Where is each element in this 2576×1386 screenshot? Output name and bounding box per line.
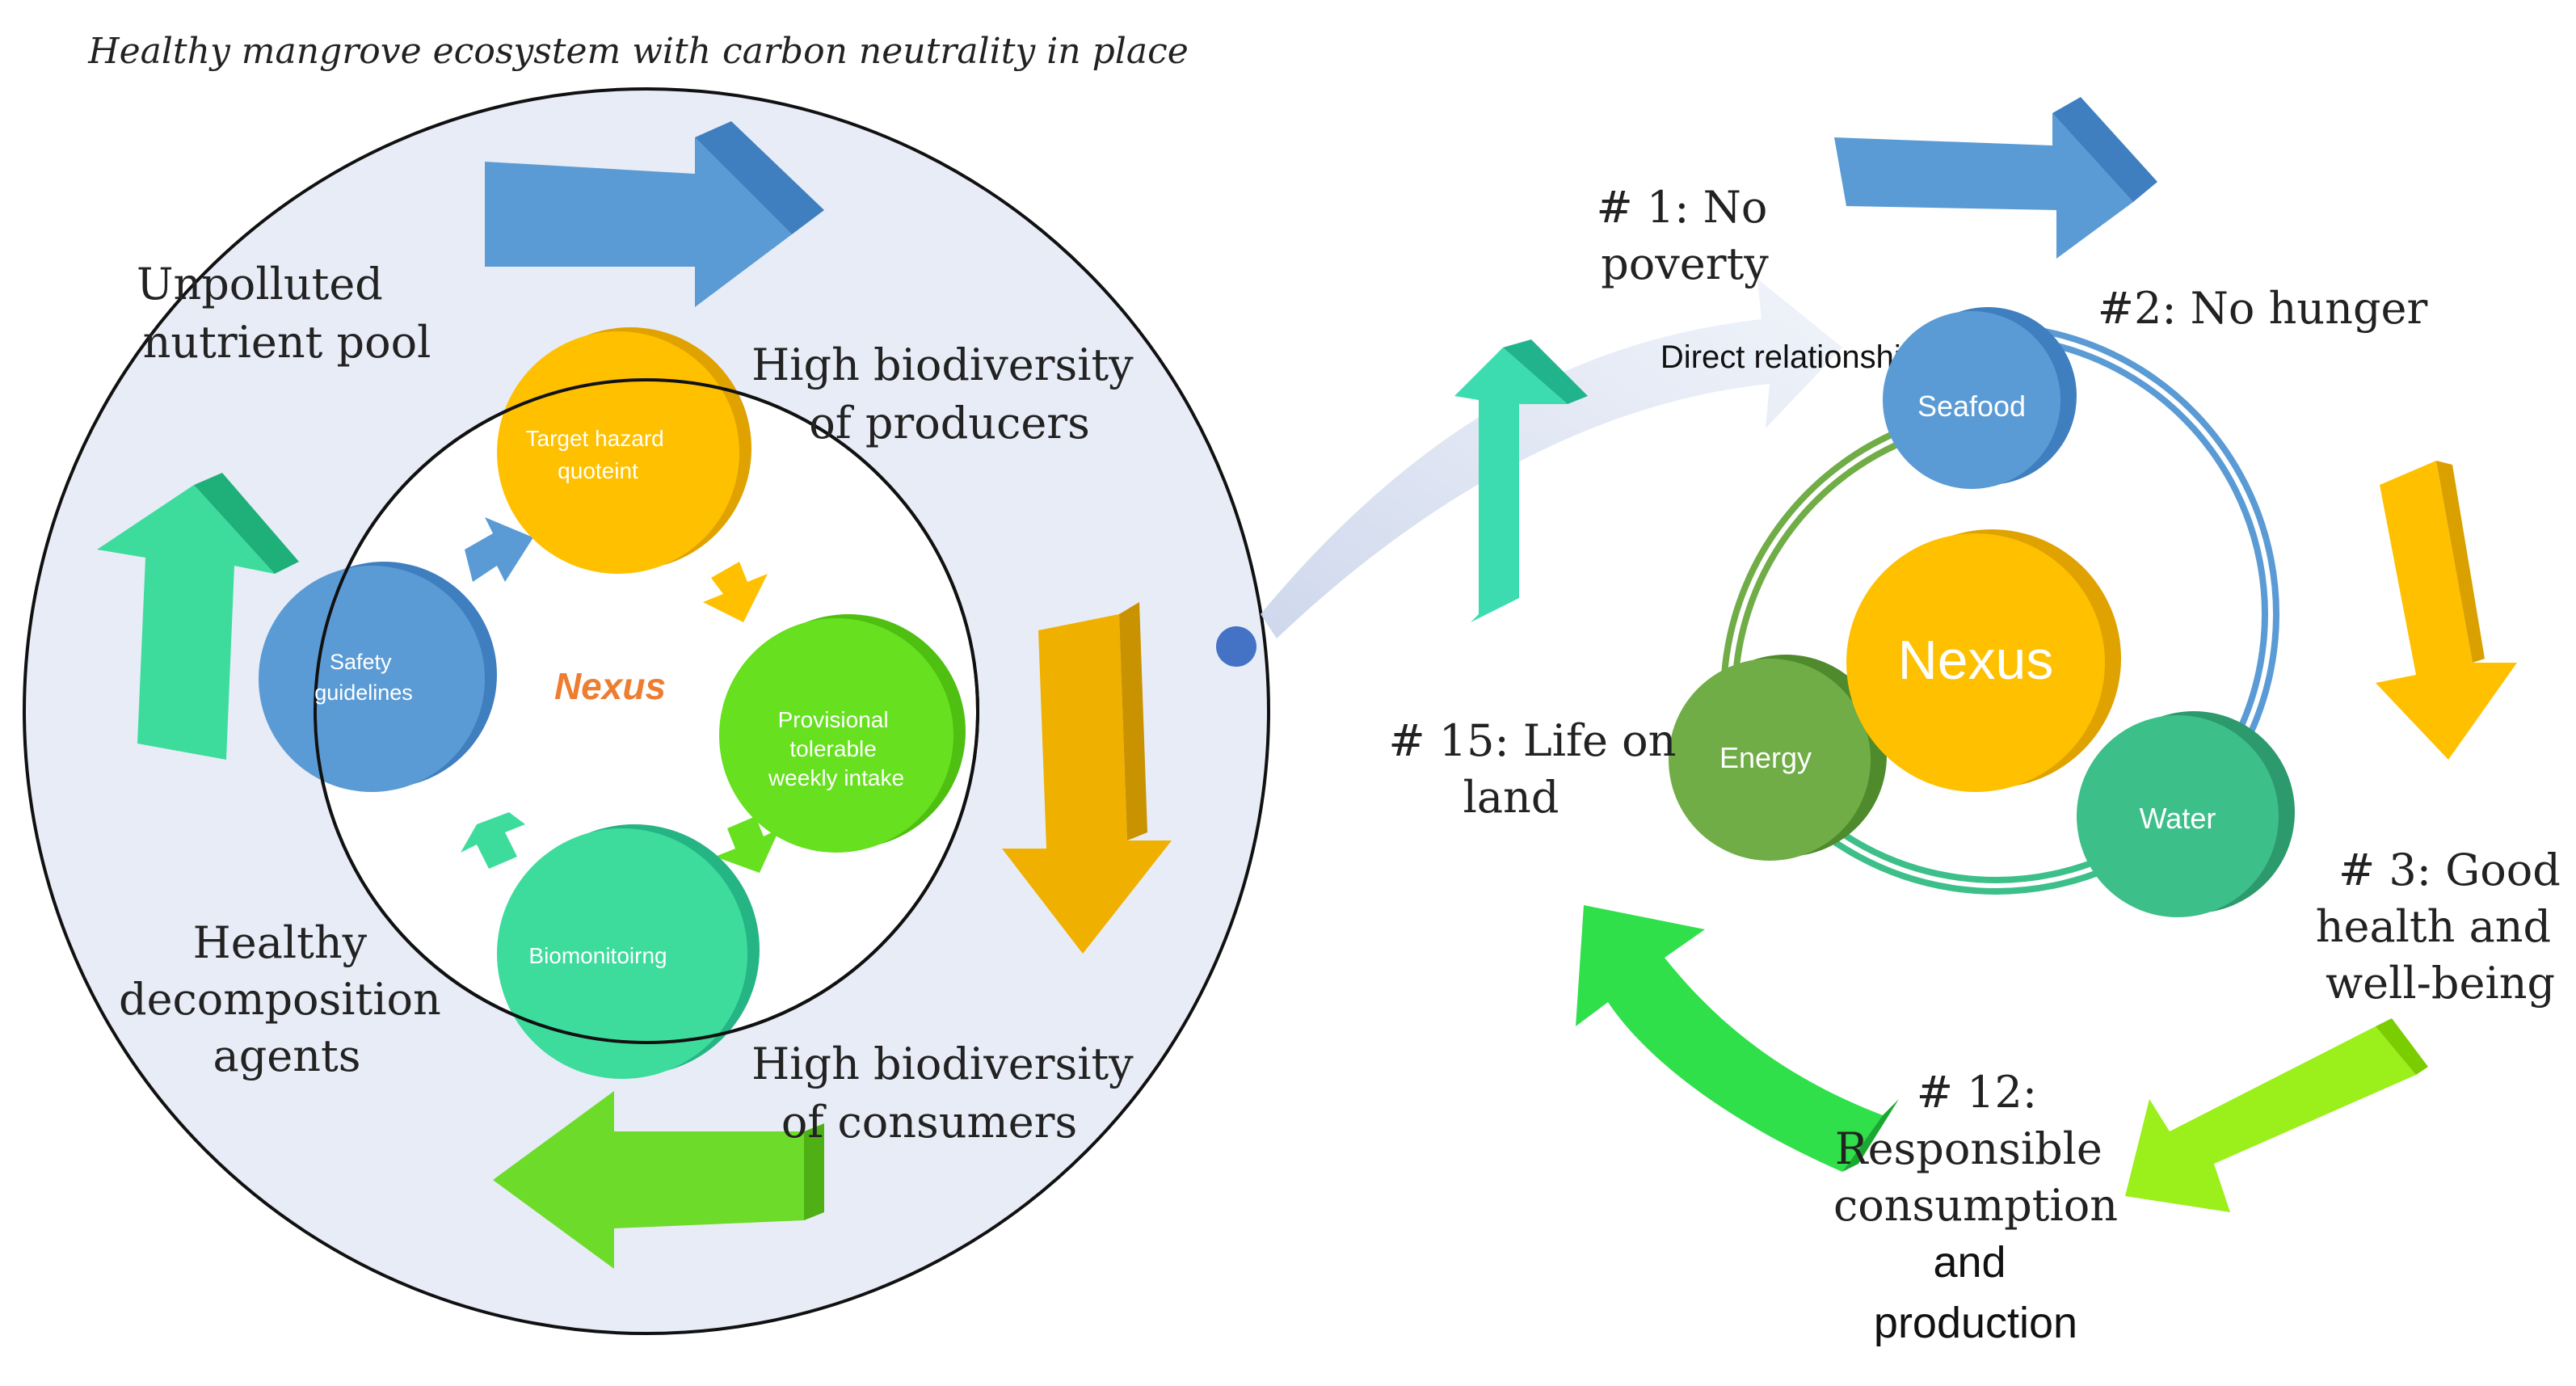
node-biomonitoring <box>497 824 760 1079</box>
label-producers-2: of producers <box>809 398 1090 449</box>
label-goal3-3: well-being <box>2326 958 2555 1009</box>
label-direct-relationship: Direct relationship <box>1661 339 1919 375</box>
label-goal12-2: Responsible <box>1835 1123 2102 1174</box>
arrow-right-left-teal <box>1454 339 1588 622</box>
direct-relationship-beam <box>1261 279 1842 638</box>
label-decomposition-2: decomposition <box>119 974 441 1025</box>
label-energy: Energy <box>1719 741 1812 774</box>
node-right-nexus <box>1846 529 2121 792</box>
label-goal1-2: poverty <box>1601 238 1769 289</box>
label-safety-1: Safety <box>330 650 392 674</box>
label-ptwi-2: tolerable <box>789 736 876 761</box>
node-water <box>2077 711 2295 917</box>
node-ptwi <box>719 614 966 853</box>
svg-text:Healthy decomposition: Healthy decomposition agents <box>119 917 455 1081</box>
arrow-bottom-green <box>493 1091 824 1269</box>
label-decomposition-3: agents <box>213 1030 361 1081</box>
label-goal12-3: consumption <box>1833 1180 2118 1231</box>
label-unpolluted-1: Unpolluted <box>137 259 383 310</box>
label-goal1-1: # 1: No <box>1596 182 1767 233</box>
left-center-nexus: Nexus <box>554 665 666 707</box>
node-energy <box>1669 655 1887 861</box>
svg-text:# 15: Life on land: # 15: Life on land <box>1388 715 1690 823</box>
label-target-hazard-2: quoteint <box>558 458 638 483</box>
label-unpolluted-2: nutrient pool <box>143 317 431 368</box>
label-decomposition-1: Healthy <box>193 917 368 968</box>
svg-text:Target hazard quoteint: Target hazard quoteint <box>526 426 671 483</box>
label-goal15-2: land <box>1463 772 1559 823</box>
arrow-right-top-blue <box>1834 97 2157 259</box>
arrow-left-teal <box>97 473 299 760</box>
label-consumers-1: High biodiversity <box>751 1038 1134 1089</box>
small-arrow-target-to-ptwi <box>703 562 768 622</box>
label-goal12-4: and <box>1933 1238 2006 1287</box>
arrow-right-yellow <box>1002 602 1172 954</box>
label-producers-1: High biodiversity <box>751 339 1134 390</box>
svg-text:High biodiversity of produ: High biodiversity of producers <box>751 339 1147 449</box>
right-center-nexus: Nexus <box>1898 630 2054 691</box>
arrow-right-bottom-lime <box>2125 1018 2428 1212</box>
svg-text:Provisional tolerable: Provisional tolerable weekly intake <box>768 707 904 790</box>
svg-text:Unpolluted nutrient pool: Unpolluted nutrient pool <box>137 259 431 368</box>
label-goal3-2: health and <box>2316 901 2551 952</box>
label-target-hazard-1: Target hazard <box>526 426 664 451</box>
label-goal12-5: production <box>1874 1299 2077 1347</box>
node-seafood <box>1883 307 2077 489</box>
svg-text:Safety guidelines: Safety guidelines <box>314 650 413 705</box>
label-goal12-1: # 12: <box>1917 1067 2037 1118</box>
label-water: Water <box>2140 802 2216 835</box>
connector-dot <box>1216 626 1256 667</box>
label-ptwi-1: Provisional <box>778 707 889 732</box>
label-goal2: #2: No hunger <box>2098 283 2428 334</box>
label-biomonitoring: Biomonitoirng <box>528 943 667 968</box>
label-safety-2: guidelines <box>314 680 413 705</box>
svg-text:and production: and production <box>1874 1238 2077 1347</box>
label-consumers-2: of consumers <box>781 1097 1077 1148</box>
label-ptwi-3: weekly intake <box>768 765 904 790</box>
small-arrow-bio-to-safety <box>461 812 525 869</box>
svg-text:High biodiversity of consu: High biodiversity of consumers <box>751 1038 1147 1148</box>
small-arrow-ptwi-to-bio <box>715 816 780 873</box>
svg-text:# 12: Responsible cons: # 12: Responsible consumption <box>1833 1067 2118 1231</box>
svg-text:# 3: Good health and w: # 3: Good health and well-being <box>2316 845 2574 1009</box>
left-title: Healthy mangrove ecosystem with carbon n… <box>87 31 1189 72</box>
nexus-inner-outline <box>314 378 979 1044</box>
arrow-right-side-yellow <box>2376 461 2517 760</box>
label-goal3-1: # 3: Good <box>2338 845 2561 895</box>
svg-text:# 1: No poverty: # 1: No poverty <box>1596 182 1781 289</box>
label-seafood: Seafood <box>1917 390 2026 423</box>
small-arrow-safety-to-target <box>465 517 533 582</box>
label-goal15-1: # 15: Life on <box>1388 715 1676 766</box>
arrow-right-bottom-green <box>1576 905 1899 1172</box>
arrow-top-blue <box>485 121 824 307</box>
